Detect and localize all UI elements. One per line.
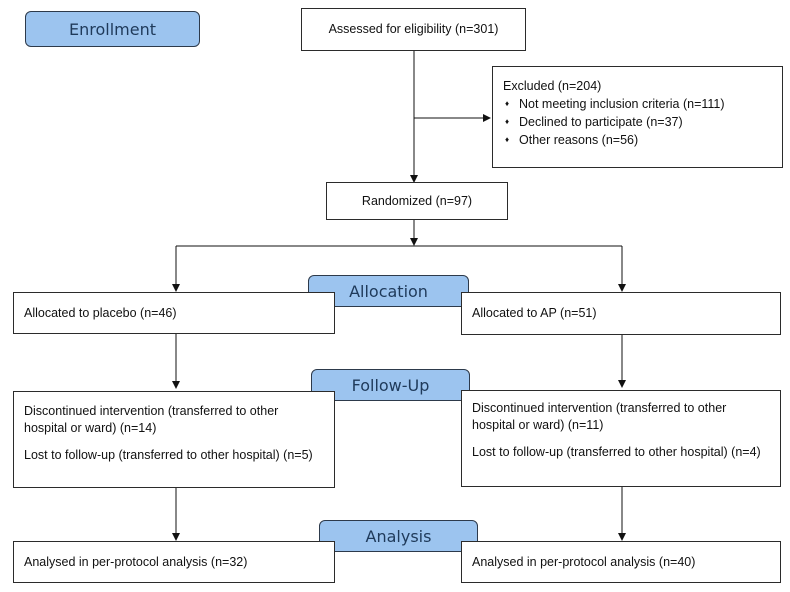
excluded-title: Excluded (n=204) [503,79,602,93]
excluded-reason: Declined to participate (n=37) [503,113,772,131]
excluded-reason: Other reasons (n=56) [503,131,772,149]
ap-lost-text: Lost to follow-up (transferred to other … [472,445,761,459]
ap-allocated-box: Allocated to AP (n=51) [461,292,781,335]
phase-allocation: Allocation [308,275,469,307]
randomized-box: Randomized (n=97) [326,182,508,220]
placebo-lost-text: Lost to follow-up (transferred to other … [24,448,313,462]
assessed-box: Assessed for eligibility (n=301) [301,8,526,51]
placebo-analysed-box: Analysed in per-protocol analysis (n=32) [13,541,335,583]
phase-analysis: Analysis [319,520,478,552]
excluded-box: Excluded (n=204) Not meeting inclusion c… [492,66,783,168]
excluded-reasons-list: Not meeting inclusion criteria (n=111) D… [503,95,772,149]
excluded-reason: Not meeting inclusion criteria (n=111) [503,95,772,113]
placebo-discontinued-text: Discontinued intervention (transferred t… [24,404,279,435]
ap-analysed-box: Analysed in per-protocol analysis (n=40) [461,541,781,583]
phase-enrollment: Enrollment [25,11,200,47]
ap-discontinued-text: Discontinued intervention (transferred t… [472,401,727,432]
phase-follow-up: Follow-Up [311,369,470,401]
placebo-followup-box: Discontinued intervention (transferred t… [13,391,335,488]
ap-followup-box: Discontinued intervention (transferred t… [461,390,781,487]
placebo-allocated-box: Allocated to placebo (n=46) [13,292,335,334]
